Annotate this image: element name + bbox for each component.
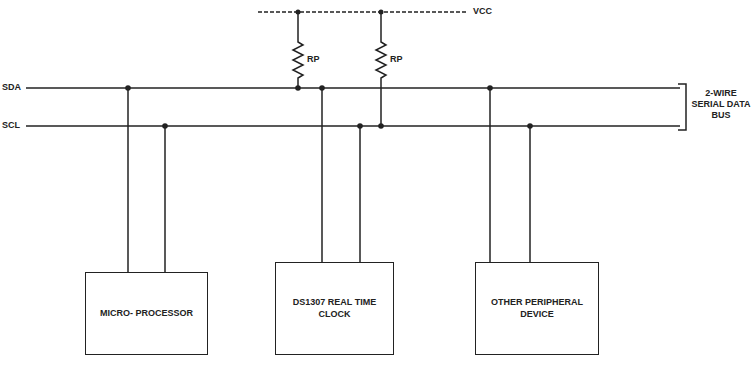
junction-dot	[296, 10, 301, 15]
bracket	[678, 84, 686, 130]
junction-dot	[527, 123, 533, 129]
box-text: MICRO- PROCESSOR	[96, 304, 197, 323]
resistor-symbol	[293, 12, 303, 88]
supply-label: VCC	[473, 6, 492, 17]
resistor-label: RP	[390, 54, 403, 65]
box-text: DS1307 REAL TIME CLOCK	[276, 293, 393, 324]
vcc-rail	[258, 11, 468, 13]
sda-line	[26, 87, 680, 89]
junction-dot	[357, 123, 363, 129]
wire	[529, 126, 531, 262]
wire	[489, 88, 491, 262]
scl-line	[26, 125, 680, 127]
peripheral-box: OTHER PERIPHERAL DEVICE	[475, 262, 599, 355]
junction-dot	[319, 85, 325, 91]
junction-dot	[295, 85, 301, 91]
wire	[321, 88, 323, 262]
junction-dot	[379, 10, 384, 15]
resistor-symbol	[376, 12, 386, 126]
junction-dot	[378, 123, 384, 129]
junction-dot	[125, 85, 131, 91]
processor-box: MICRO- PROCESSOR	[85, 272, 208, 355]
wire	[164, 126, 166, 272]
signal-name: SDA	[2, 82, 21, 93]
junction-dot	[487, 85, 493, 91]
wire	[127, 88, 129, 272]
wire	[359, 126, 361, 262]
rtc-box: DS1307 REAL TIME CLOCK	[275, 262, 394, 355]
box-text: OTHER PERIPHERAL DEVICE	[476, 293, 598, 324]
resistor-label: RP	[307, 54, 320, 65]
bus-label: 2-WIRE SERIAL DATA BUS	[690, 88, 752, 120]
junction-dot	[162, 123, 168, 129]
signal-name: SCL	[2, 120, 20, 131]
